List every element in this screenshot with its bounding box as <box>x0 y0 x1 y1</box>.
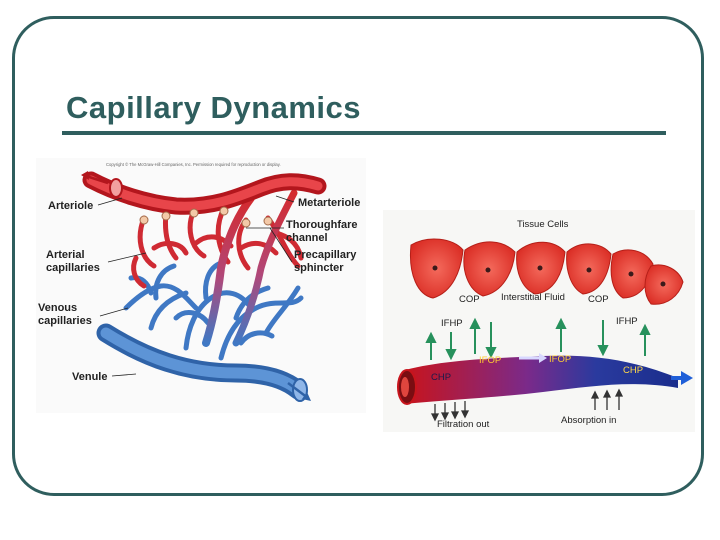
arteriole-flow-arrowhead <box>81 171 89 180</box>
ifop-internal-arrowhead <box>539 353 547 363</box>
label-metarteriole: Metarteriole <box>298 197 360 209</box>
pressure-arrowhead <box>485 347 497 359</box>
leader-line <box>275 195 295 203</box>
venule-flow-arrowhead <box>302 392 311 401</box>
leader-line <box>269 227 293 263</box>
label-absorption-in: Absorption in <box>561 415 616 426</box>
absorption-arrowhead <box>590 390 600 399</box>
leader-line <box>97 197 123 206</box>
thoroughfare-channel-vessel <box>202 194 255 347</box>
cell-nucleus <box>660 281 666 287</box>
capillary-bed-figure: Copyright © The McGraw-Hill Companies, I… <box>36 158 366 413</box>
pressure-arrowhead <box>597 345 609 357</box>
capillary-exchange-figure: Tissue Cells Interstitial Fluid COP COP … <box>383 210 695 432</box>
pressure-arrows <box>425 317 651 361</box>
absorption-arrowhead <box>602 389 612 398</box>
blood-flow-arrowhead <box>681 371 693 385</box>
label-cop-right: COP <box>588 294 609 305</box>
left-figure-labels: Arteriole Arterial capillaries Venous ca… <box>38 197 360 383</box>
label-leader-lines <box>97 195 295 377</box>
sphincter-ring <box>263 216 273 226</box>
label-ifhp-right: IFHP <box>616 316 638 327</box>
label-arteriole: Arteriole <box>48 200 93 212</box>
cell-nucleus <box>485 267 491 273</box>
arteriole-vessel-highlight <box>86 175 323 211</box>
capillary-vessel <box>405 355 678 404</box>
leader-line <box>107 252 147 263</box>
pressure-arrowhead <box>469 317 481 329</box>
filtration-arrowhead <box>450 411 460 420</box>
label-thoroughfare-channel: channel <box>286 232 328 244</box>
sphincter-ring <box>189 208 199 218</box>
sphincter-ring <box>219 206 229 216</box>
metarteriole-branch-vessel <box>232 189 298 347</box>
precapillary-sphincters <box>139 206 273 228</box>
venule-vessel-highlight <box>100 327 304 396</box>
label-chp-right: CHP <box>623 365 643 376</box>
label-ifhp-left: IFHP <box>441 318 463 329</box>
title-underline <box>62 131 666 135</box>
cell-nucleus <box>586 267 592 273</box>
filtration-arrowhead <box>440 412 450 421</box>
absorption-arrowhead <box>614 388 624 397</box>
label-arterial-capillaries: capillaries <box>46 262 100 274</box>
filtration-arrowhead <box>430 413 440 422</box>
label-filtration-out: Filtration out <box>437 419 490 430</box>
label-tissue-cells: Tissue Cells <box>517 219 569 230</box>
label-thoroughfare: Thoroughfare <box>286 219 358 231</box>
slide-title: Capillary Dynamics <box>66 90 362 125</box>
leader-line <box>99 307 129 317</box>
label-ifop-left: IFOP <box>479 355 501 366</box>
pressure-arrowhead <box>445 349 457 361</box>
label-venous: Venous <box>38 302 77 314</box>
cell-nuclei <box>432 265 666 287</box>
cell-nucleus <box>628 271 634 277</box>
sphincter-ring <box>241 218 251 228</box>
exchange-arrows <box>430 388 624 422</box>
label-chp-left: CHP <box>431 372 451 383</box>
label-arterial: Arterial <box>46 249 85 261</box>
cell-nucleus <box>432 265 438 271</box>
label-cop-left: COP <box>459 294 480 305</box>
pressure-arrowhead <box>555 317 567 329</box>
arteriole-opening <box>109 178 123 198</box>
copyright-notice: Copyright © The McGraw-Hill Companies, I… <box>106 162 281 167</box>
label-precapillary-sphincter: sphincter <box>294 262 344 274</box>
cell-nucleus <box>537 265 543 271</box>
sphincter-ring <box>161 211 171 221</box>
pressure-arrowhead <box>639 323 651 335</box>
right-figure-labels: Tissue Cells Interstitial Fluid COP COP … <box>431 219 643 430</box>
arteriole-flow-arrow <box>85 174 109 185</box>
pressure-arrowhead <box>425 331 437 343</box>
sphincter-ring <box>139 215 149 225</box>
label-ifop-right: IFOP <box>549 354 571 365</box>
label-venous-capillaries: capillaries <box>38 315 92 327</box>
capillary-opening-inner <box>401 377 409 397</box>
leader-line <box>111 373 137 377</box>
label-venule: Venule <box>72 371 107 383</box>
label-interstitial-fluid: Interstitial Fluid <box>501 292 565 303</box>
filtration-arrowhead <box>460 410 470 419</box>
label-precapillary: Precapillary <box>294 249 357 261</box>
